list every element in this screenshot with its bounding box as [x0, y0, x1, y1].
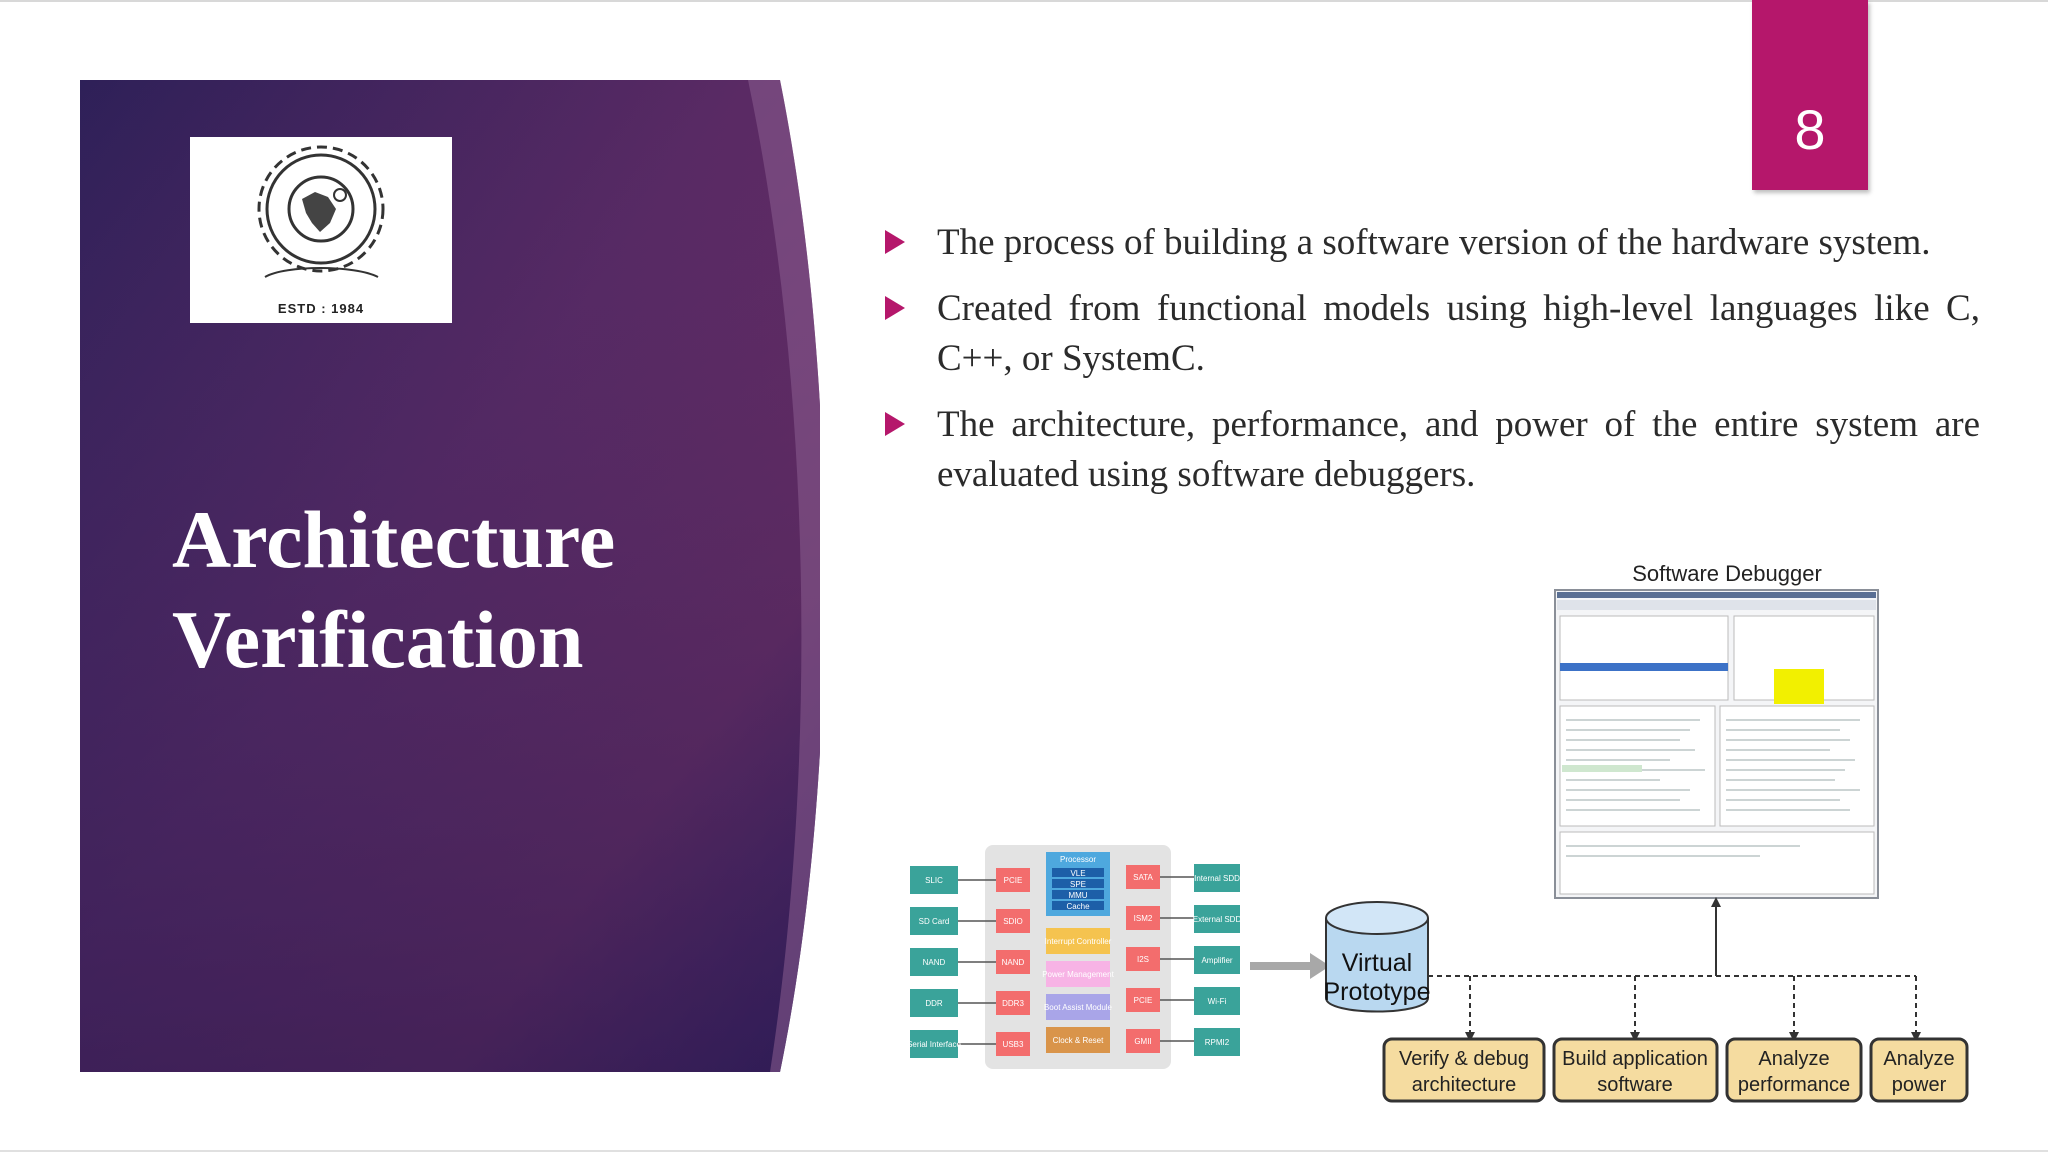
virtual-prototype-label-1: Virtual [1342, 949, 1412, 977]
soc-center-block: Interrupt Controller [1045, 937, 1112, 946]
soc-left-ctrl: PCIE [1004, 876, 1023, 885]
slide-title: Architecture Verification [172, 490, 692, 690]
bullet-text: The process of building a software versi… [937, 222, 1931, 263]
soc-center-block: Boot Assist Module [1044, 1003, 1113, 1012]
soc-left-ctrl: USB3 [1003, 1040, 1024, 1049]
top-border [0, 0, 2048, 2]
down-arrow-icons [1465, 1032, 1921, 1042]
bullet-item: Created from functional models using hig… [880, 284, 1980, 384]
soc-right-ctrl: ISM2 [1134, 914, 1153, 923]
soc-right-block: Internal SDD [1194, 874, 1240, 883]
page-number: 8 [1794, 98, 1826, 161]
soc-right-ctrl: PCIE [1134, 996, 1153, 1005]
output-2-line-2: software [1597, 1074, 1673, 1096]
soc-left-ctrl: NAND [1002, 958, 1025, 967]
arrow-up-icon [1711, 897, 1721, 907]
title-line-2: Verification [172, 594, 584, 685]
soc-processor: Cache [1066, 902, 1090, 911]
soc-labels: SLIC SD Card NAND DDR Serial Interface P… [907, 855, 1241, 1049]
soc-processor: SPE [1070, 880, 1086, 889]
output-2-line-1: Build application [1562, 1048, 1708, 1070]
soc-right-block: RPMI2 [1205, 1038, 1230, 1047]
soc-processor: Processor [1060, 855, 1096, 864]
output-4-line-2: power [1892, 1074, 1947, 1096]
soc-left-block: Serial Interface [907, 1040, 961, 1049]
output-3-line-1: Analyze [1758, 1048, 1829, 1070]
bullet-text: Created from functional models using hig… [937, 288, 1980, 379]
output-boxes [1382, 1037, 1969, 1103]
soc-right-block: Amplifier [1201, 956, 1232, 965]
soc-left-block: SD Card [919, 917, 950, 926]
bullet-arrow-icon [885, 412, 905, 436]
virtual-prototype-label-2: Prototype [1323, 978, 1430, 1006]
soc-left-block: DDR [925, 999, 943, 1008]
soc-left-ctrl: DDR3 [1002, 999, 1024, 1008]
virtual-prototype-cylinder [1325, 901, 1429, 1013]
soc-center-block: Power Management [1042, 970, 1114, 979]
title-panel [80, 80, 820, 1072]
soc-processor: VLE [1070, 869, 1085, 878]
bottom-border [0, 1150, 2048, 1152]
flow-arrow-icon [1250, 953, 1330, 979]
college-logo: ESTD : 1984 [190, 137, 452, 323]
soc-right-ctrl: I2S [1137, 955, 1149, 964]
soc-right-ctrl: SATA [1133, 873, 1153, 882]
debugger-window-icon [1554, 589, 1879, 899]
page-number-badge: 8 [1752, 0, 1868, 190]
bullet-arrow-icon [885, 230, 905, 254]
bullet-item: The process of building a software versi… [880, 218, 1980, 268]
output-1-line-2: architecture [1412, 1074, 1517, 1096]
output-3-line-2: performance [1738, 1074, 1850, 1096]
soc-left-block: SLIC [925, 876, 943, 885]
output-4-line-1: Analyze [1883, 1048, 1954, 1070]
debugger-title: Software Debugger [1632, 561, 1822, 586]
logo-estd-text: ESTD : 1984 [277, 301, 365, 316]
bullet-arrow-icon [885, 296, 905, 320]
bullet-list: The process of building a software versi… [880, 218, 1980, 516]
soc-left-ctrl: SDIO [1003, 917, 1023, 926]
gear-emblem-icon [257, 145, 385, 278]
soc-right-block: Wi-Fi [1208, 997, 1227, 1006]
bullet-item: The architecture, performance, and power… [880, 400, 1980, 500]
diagram-canvas: Software Debugger [907, 561, 1969, 1103]
soc-right-block: External SDD [1193, 915, 1242, 924]
virtual-prototype-diagram: Software Debugger [900, 550, 1970, 1110]
soc-center-block: Clock & Reset [1053, 1036, 1104, 1045]
title-line-1: Architecture [172, 494, 616, 585]
panel-background [80, 80, 820, 1072]
output-1-line-1: Verify & debug [1399, 1048, 1529, 1070]
soc-right-ctrl: GMII [1134, 1037, 1151, 1046]
dashed-connectors [1428, 975, 1917, 1036]
soc-processor: MMU [1068, 891, 1087, 900]
soc-left-block: NAND [923, 958, 946, 967]
soc-architecture-figure [910, 845, 1240, 1069]
bullet-text: The architecture, performance, and power… [937, 404, 1980, 495]
